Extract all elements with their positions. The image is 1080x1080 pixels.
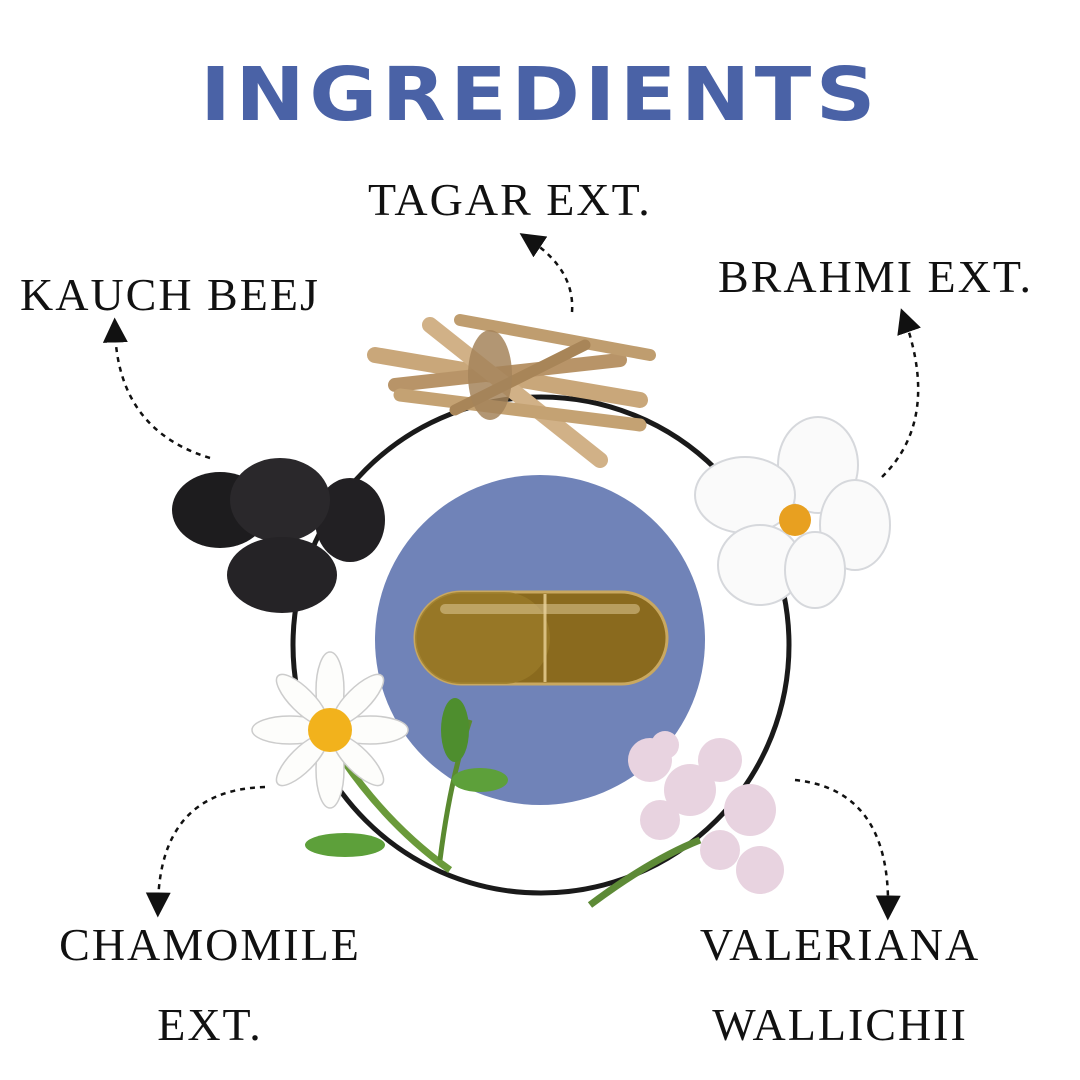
arrow-kauch-beej xyxy=(102,317,211,460)
capsule-icon xyxy=(413,590,669,686)
chamomile-flower-icon xyxy=(251,651,508,873)
valeriana-flower-icon xyxy=(587,731,784,908)
arrow-tagar xyxy=(519,233,574,313)
label-valeriana-line2: WALLICHII xyxy=(712,999,968,1050)
kauch-beej-seeds-icon xyxy=(172,458,385,613)
connector-arrows xyxy=(102,233,921,921)
label-brahmi: BRAHMI EXT. xyxy=(718,251,1034,302)
label-chamomile-line1: CHAMOMILE xyxy=(59,919,361,970)
label-chamomile-line2: EXT. xyxy=(157,999,263,1050)
brahmi-flower-icon xyxy=(694,416,891,609)
tagar-roots-icon xyxy=(367,314,656,468)
label-valeriana: VALERIANA WALLICHII xyxy=(680,905,1000,1065)
arrow-brahmi xyxy=(881,308,921,478)
label-chamomile: CHAMOMILE EXT. xyxy=(40,905,380,1065)
label-kauch-beej: KAUCH BEEJ xyxy=(20,269,320,320)
arrow-valeriana xyxy=(794,778,901,921)
label-tagar: TAGAR EXT. xyxy=(368,174,652,225)
arrow-chamomile xyxy=(145,785,266,918)
label-valeriana-line1: VALERIANA xyxy=(699,919,981,970)
ring xyxy=(290,394,792,896)
page-title: INGREDIENTS xyxy=(200,52,880,138)
